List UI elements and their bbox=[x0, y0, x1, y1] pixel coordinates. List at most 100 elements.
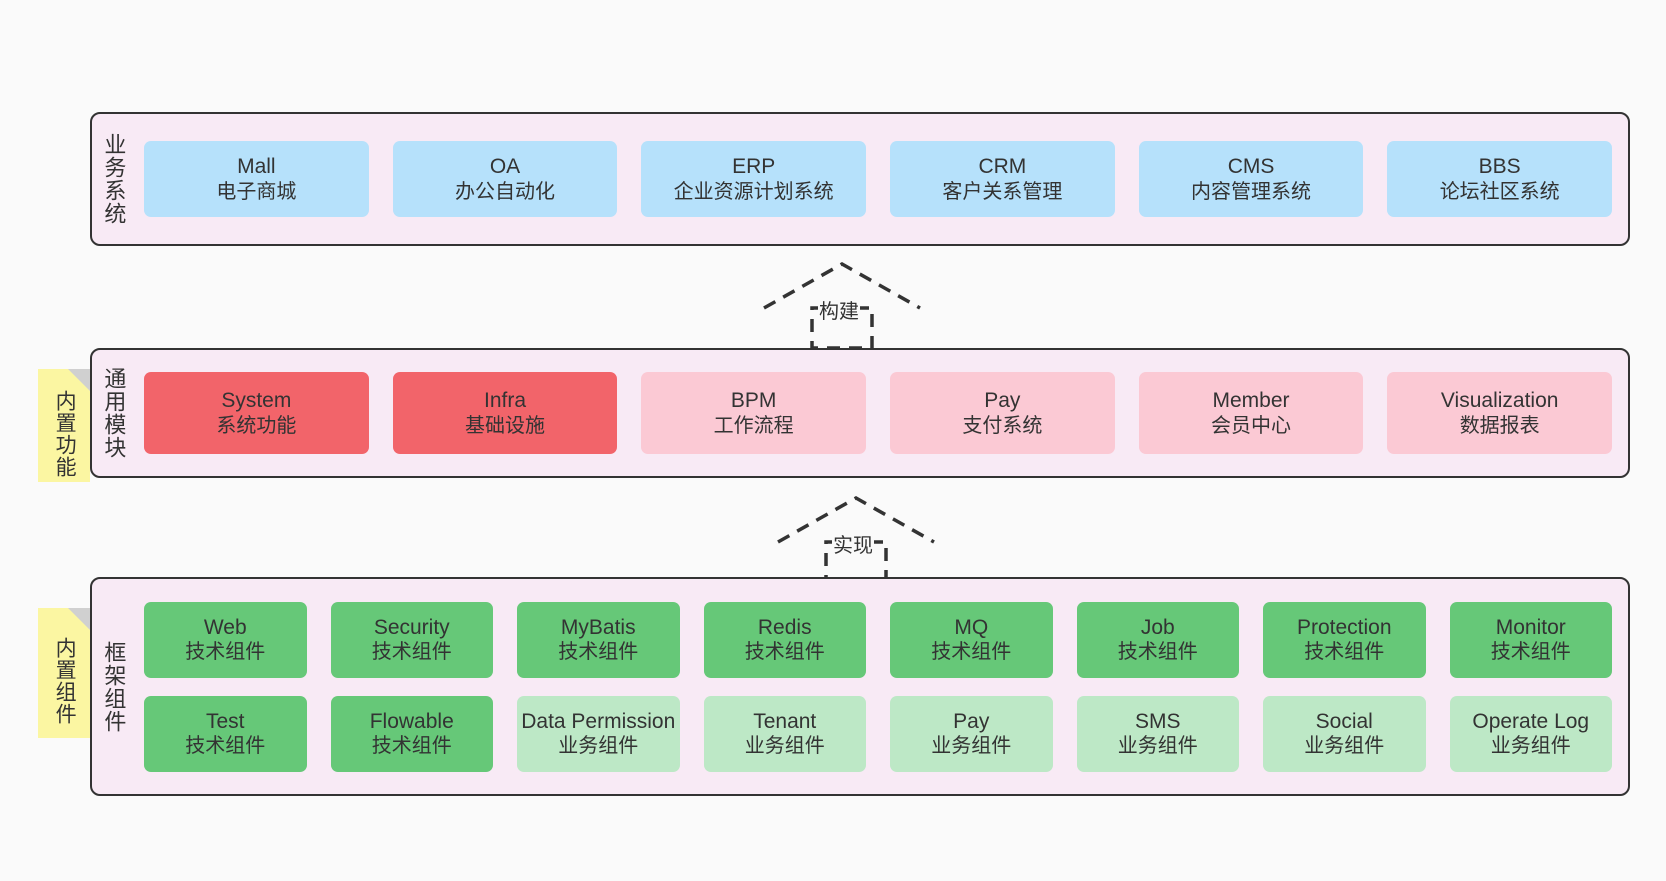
card-title: Job bbox=[1140, 615, 1175, 639]
card-subtitle: 技术组件 bbox=[371, 641, 452, 664]
card-subtitle: 工作流程 bbox=[713, 414, 794, 437]
component-card-sms[interactable]: SMS 业务组件 bbox=[1076, 695, 1239, 772]
business-card-bbs[interactable]: BBS 论坛社区系统 bbox=[1387, 141, 1613, 217]
component-card-monitor[interactable]: Monitor 技术组件 bbox=[1449, 601, 1612, 678]
module-card-pay[interactable]: Pay 支付系统 bbox=[890, 372, 1115, 454]
component-card-pay[interactable]: Pay 业务组件 bbox=[890, 695, 1053, 772]
connector-implement-arrow: 实现 bbox=[776, 492, 936, 584]
note-fold-corner-icon bbox=[68, 608, 90, 630]
card-subtitle: 业务组件 bbox=[931, 735, 1012, 758]
card-subtitle: 技术组件 bbox=[931, 641, 1012, 664]
layer-title-common-modules: 通用模块 bbox=[101, 367, 127, 459]
business-system-row: Mall 电子商城 OA 办公自动化 ERP 企业资源计划系统 CRM 客户关系… bbox=[144, 141, 1613, 217]
card-subtitle: 技术组件 bbox=[185, 641, 266, 664]
layer-framework-components: 框架组件 Web 技术组件 Security 技术组件 MyBatis 技术组件… bbox=[90, 577, 1630, 796]
business-card-erp[interactable]: ERP 企业资源计划系统 bbox=[641, 141, 867, 217]
component-card-mybatis[interactable]: MyBatis 技术组件 bbox=[517, 601, 680, 678]
framework-components-row-2: Test 技术组件 Flowable 技术组件 Data Permission … bbox=[144, 695, 1612, 772]
card-title: Redis bbox=[757, 615, 812, 639]
card-title: Data Permission bbox=[521, 709, 676, 733]
card-title: System bbox=[221, 389, 292, 412]
business-card-oa[interactable]: OA 办公自动化 bbox=[392, 141, 618, 217]
note-builtin-functions: 内置功能 bbox=[38, 369, 90, 482]
business-card-mall[interactable]: Mall 电子商城 bbox=[144, 141, 369, 217]
card-subtitle: 业务组件 bbox=[1117, 735, 1198, 758]
business-card-crm[interactable]: CRM 客户关系管理 bbox=[890, 141, 1115, 217]
card-subtitle: 技术组件 bbox=[185, 735, 266, 758]
card-title: SMS bbox=[1134, 709, 1181, 733]
card-title: Web bbox=[203, 615, 247, 639]
card-title: Test bbox=[205, 709, 245, 733]
card-title: Social bbox=[1315, 709, 1373, 733]
component-card-test[interactable]: Test 技术组件 bbox=[144, 695, 307, 772]
business-system-card-container: Mall 电子商城 OA 办公自动化 ERP 企业资源计划系统 CRM 客户关系… bbox=[134, 114, 1628, 244]
card-title: Tenant bbox=[753, 709, 817, 733]
note-fold-corner-icon bbox=[68, 369, 90, 391]
component-card-redis[interactable]: Redis 技术组件 bbox=[703, 601, 866, 678]
card-title: OA bbox=[489, 155, 521, 178]
business-card-cms[interactable]: CMS 内容管理系统 bbox=[1138, 141, 1364, 217]
layer-business-system: 业务系统 Mall 电子商城 OA 办公自动化 ERP 企业资源计划系统 CRM… bbox=[90, 112, 1630, 246]
card-subtitle: 技术组件 bbox=[1304, 641, 1385, 664]
card-subtitle: 业务组件 bbox=[558, 735, 639, 758]
component-card-security[interactable]: Security 技术组件 bbox=[330, 601, 493, 678]
card-subtitle: 内容管理系统 bbox=[1191, 180, 1312, 203]
module-card-system[interactable]: System 系统功能 bbox=[144, 372, 369, 454]
card-title: Infra bbox=[483, 389, 527, 412]
card-subtitle: 技术组件 bbox=[1117, 641, 1198, 664]
card-title: BPM bbox=[730, 389, 777, 412]
note-builtin-components: 内置组件 bbox=[38, 608, 90, 738]
card-subtitle: 办公自动化 bbox=[455, 180, 555, 203]
framework-components-card-container: Web 技术组件 Security 技术组件 MyBatis 技术组件 Redi… bbox=[134, 579, 1628, 794]
card-subtitle: 会员中心 bbox=[1211, 414, 1292, 437]
module-card-member[interactable]: Member 会员中心 bbox=[1138, 372, 1364, 454]
card-subtitle: 数据报表 bbox=[1459, 414, 1540, 437]
component-card-data-permission[interactable]: Data Permission 业务组件 bbox=[517, 695, 680, 772]
component-card-tenant[interactable]: Tenant 业务组件 bbox=[703, 695, 866, 772]
connector-build-arrow: 构建 bbox=[762, 258, 922, 350]
layer-common-modules: 通用模块 System 系统功能 Infra 基础设施 BPM 工作流程 Pay… bbox=[90, 348, 1630, 478]
card-title: Flowable bbox=[369, 709, 454, 733]
card-subtitle: 企业资源计划系统 bbox=[673, 180, 834, 203]
card-title: ERP bbox=[732, 155, 776, 178]
card-subtitle: 技术组件 bbox=[371, 735, 452, 758]
card-subtitle: 技术组件 bbox=[744, 641, 825, 664]
card-title: MyBatis bbox=[560, 615, 636, 639]
component-card-flowable[interactable]: Flowable 技术组件 bbox=[330, 695, 493, 772]
common-modules-row: System 系统功能 Infra 基础设施 BPM 工作流程 Pay 支付系统… bbox=[144, 372, 1613, 454]
card-subtitle: 业务组件 bbox=[1490, 735, 1571, 758]
card-subtitle: 技术组件 bbox=[1490, 641, 1571, 664]
layer-title-business-system: 业务系统 bbox=[101, 133, 127, 225]
card-subtitle: 电子商城 bbox=[216, 180, 297, 203]
card-subtitle: 业务组件 bbox=[1304, 735, 1385, 758]
module-card-bpm[interactable]: BPM 工作流程 bbox=[641, 372, 867, 454]
card-title: Pay bbox=[953, 709, 990, 733]
card-title: BBS bbox=[1478, 155, 1521, 178]
component-card-job[interactable]: Job 技术组件 bbox=[1076, 601, 1239, 678]
card-subtitle: 论坛社区系统 bbox=[1439, 180, 1560, 203]
component-card-web[interactable]: Web 技术组件 bbox=[144, 601, 307, 678]
card-title: MQ bbox=[954, 615, 989, 639]
card-title: CMS bbox=[1227, 155, 1275, 178]
component-card-social[interactable]: Social 业务组件 bbox=[1263, 695, 1426, 772]
card-subtitle: 客户关系管理 bbox=[942, 180, 1063, 203]
module-card-infra[interactable]: Infra 基础设施 bbox=[392, 372, 618, 454]
connector-label-build: 构建 bbox=[818, 295, 860, 324]
layer-title-framework-components: 框架组件 bbox=[101, 640, 127, 733]
card-title: CRM bbox=[978, 155, 1027, 178]
component-card-operate-log[interactable]: Operate Log 业务组件 bbox=[1449, 695, 1612, 772]
note-label: 内置功能 bbox=[53, 389, 77, 478]
note-label: 内置组件 bbox=[53, 637, 77, 725]
card-title: Protection bbox=[1296, 615, 1392, 639]
card-subtitle: 基础设施 bbox=[465, 414, 545, 437]
card-title: Security bbox=[373, 615, 450, 639]
framework-components-row-1: Web 技术组件 Security 技术组件 MyBatis 技术组件 Redi… bbox=[144, 601, 1612, 678]
connector-label-implement: 实现 bbox=[832, 529, 874, 558]
card-title: Monitor bbox=[1495, 615, 1566, 639]
component-card-mq[interactable]: MQ 技术组件 bbox=[890, 601, 1053, 678]
common-modules-card-container: System 系统功能 Infra 基础设施 BPM 工作流程 Pay 支付系统… bbox=[134, 350, 1628, 476]
card-title: Visualization bbox=[1440, 389, 1559, 412]
module-card-visualization[interactable]: Visualization 数据报表 bbox=[1387, 372, 1613, 454]
component-card-protection[interactable]: Protection 技术组件 bbox=[1263, 601, 1426, 678]
